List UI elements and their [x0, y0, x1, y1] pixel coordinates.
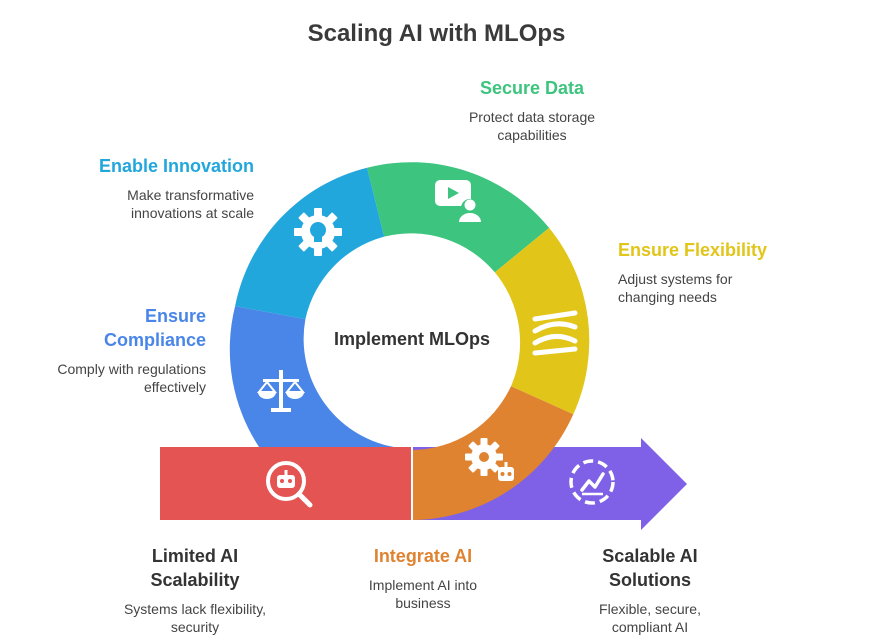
step-title: Integrate AI: [373, 546, 473, 566]
step-scalable-solutions: Scalable AI Solutions Flexible, secure, …: [560, 544, 740, 636]
step-title: Ensure Flexibility: [618, 240, 768, 260]
step-title: Enable Innovation: [98, 156, 254, 176]
step-enable-innovation: Enable Innovation Make transformative in…: [40, 154, 254, 222]
step-ensure-compliance: Ensure Compliance Comply with regulation…: [36, 304, 206, 396]
step-description: Implement AI into business: [368, 577, 478, 611]
step-integrate-ai: Integrate AI Implement AI into business: [338, 544, 508, 612]
segment-ensure-compliance: [229, 306, 394, 447]
step-description: Make transformative innovations at scale: [127, 187, 254, 221]
scales-icon: [256, 370, 306, 412]
step-limited-scalability: Limited AI Scalability Systems lack flex…: [100, 544, 290, 636]
flexible-layers-icon: [532, 310, 578, 356]
gear-robot-icon: [465, 438, 514, 481]
center-label: Implement MLOps: [333, 329, 490, 349]
step-title: Ensure Compliance: [103, 306, 206, 350]
step-description: Comply with regulations effectively: [57, 361, 206, 395]
step-description: Flexible, secure, compliant AI: [599, 601, 701, 635]
step-description: Adjust systems for changing needs: [618, 271, 733, 305]
step-secure-data: Secure Data Protect data storage capabil…: [420, 76, 644, 144]
step-title: Limited AI Scalability: [150, 546, 240, 590]
segment-secure-data: [367, 162, 550, 273]
step-description: Systems lack flexibility, security: [123, 601, 267, 635]
page-title: Scaling AI with MLOps: [307, 20, 566, 47]
video-user-icon: [435, 180, 481, 222]
growth-chart-icon: [569, 459, 615, 505]
step-description: Protect data storage capabilities: [468, 109, 596, 143]
segment-ensure-flexibility: [494, 227, 590, 415]
step-title: Secure Data: [479, 78, 585, 98]
step-title: Scalable AI Solutions: [602, 546, 698, 590]
robot-search-icon: [266, 461, 313, 508]
gear-bulb-icon: [294, 208, 342, 256]
step-ensure-flexibility: Ensure Flexibility Adjust systems for ch…: [618, 238, 858, 306]
